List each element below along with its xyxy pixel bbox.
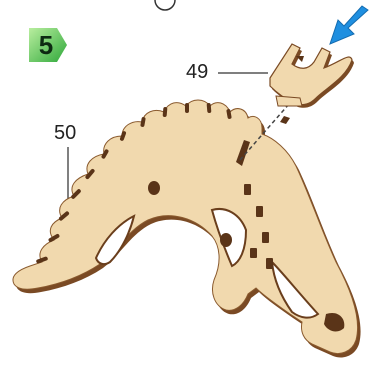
arrow-down-left-icon [330, 6, 368, 44]
part-50-piece [13, 100, 361, 358]
part-49-piece [270, 44, 354, 108]
